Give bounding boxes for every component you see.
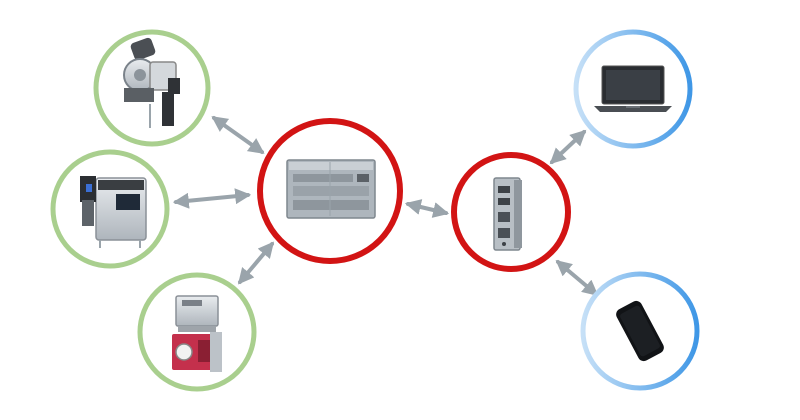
node-laptop bbox=[573, 29, 693, 149]
arrow-labeler-plc bbox=[237, 241, 275, 285]
print-head-icon bbox=[123, 37, 180, 128]
arrow-print-head-plc bbox=[211, 116, 265, 154]
node-smartphone bbox=[580, 271, 700, 391]
node-labeler bbox=[137, 272, 257, 392]
connector-arrows bbox=[172, 116, 599, 297]
laptop-icon bbox=[594, 65, 672, 112]
arrow-gateway-laptop bbox=[549, 129, 587, 165]
node-print-head bbox=[93, 29, 211, 147]
inkjet-printer-icon bbox=[80, 176, 147, 248]
plc-controller-icon bbox=[286, 159, 376, 219]
arrow-printer-plc bbox=[172, 188, 252, 209]
smartphone-icon bbox=[616, 300, 664, 362]
node-plc bbox=[257, 118, 403, 264]
arrow-plc-gateway bbox=[404, 199, 450, 218]
node-inkjet-printer bbox=[50, 149, 170, 269]
arrow-gateway-phone bbox=[555, 259, 599, 297]
industrial-gateway-icon bbox=[493, 177, 522, 251]
node-gateway bbox=[451, 152, 571, 272]
label-applicator-icon bbox=[172, 295, 222, 372]
